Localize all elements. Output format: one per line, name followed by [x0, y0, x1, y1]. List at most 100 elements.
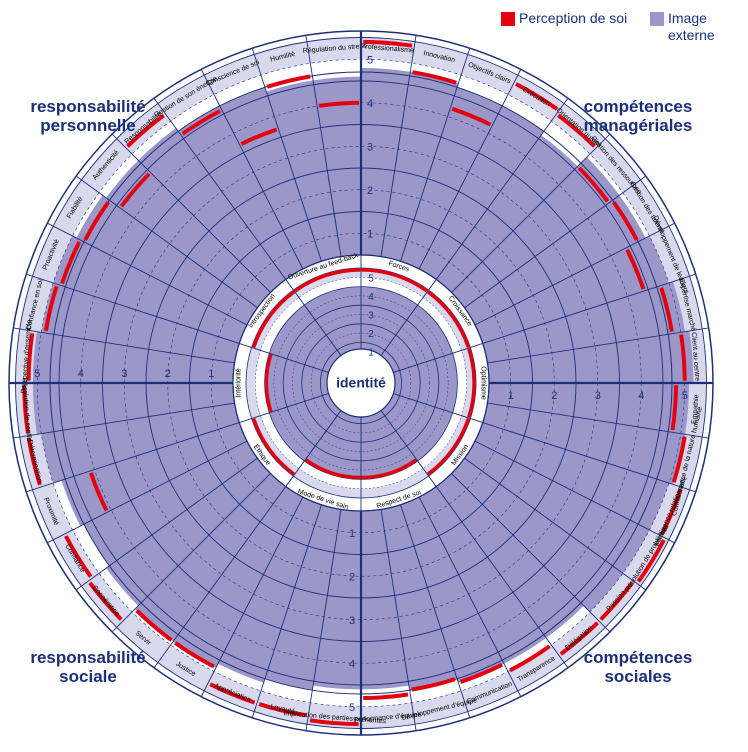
corner-label-tr-line1: compétences [583, 97, 693, 116]
inner-spoke [285, 400, 349, 487]
scale-label-left-4: 4 [78, 368, 84, 380]
outer-self-mark-21 [309, 718, 359, 727]
inner-spoke [381, 343, 483, 377]
inner-self-mark-9 [251, 290, 296, 349]
outer-spoke [13, 327, 235, 364]
outer-self-mark-17 [509, 644, 551, 673]
inner-wheel: ForcesCroissanceOptimismeMissionRespect … [232, 252, 490, 512]
scale-label-up-1: 1 [367, 228, 373, 240]
outer-spoke [251, 48, 322, 262]
outer-segment-band [53, 179, 100, 237]
outer-spoke [482, 422, 696, 493]
inner-spoke [373, 400, 437, 487]
outer-self-mark-11 [670, 385, 679, 431]
scale-label-down-3: 3 [349, 615, 355, 627]
outer-spoke [111, 473, 271, 633]
outer-spoke [418, 69, 522, 270]
outer-spoke [400, 504, 471, 718]
inner-grid-subring [292, 314, 430, 452]
corner-label-tr-line2: managériales [583, 116, 693, 135]
outer-external-bar-28 [61, 422, 247, 527]
inner-external-bar-3 [381, 353, 458, 413]
scale-label-right-4: 4 [638, 390, 644, 402]
outer-self-mark-1 [363, 39, 413, 48]
outer-spoke [400, 48, 471, 262]
outer-external-bar-2 [381, 71, 459, 262]
outer-self-mark-39 [266, 74, 311, 89]
scale-label-up-4: 4 [367, 98, 373, 110]
inner-self-mark-4 [426, 417, 471, 476]
outer-spoke [464, 175, 647, 309]
outer-spoke [487, 402, 709, 439]
outer-external-bar-38 [219, 87, 322, 269]
outer-spoke [47, 222, 248, 326]
outer-segment-band [622, 179, 669, 237]
outer-spoke [305, 35, 342, 257]
inner-self-mark-3 [467, 348, 476, 418]
outer-self-mark-29 [26, 437, 42, 486]
outer-external-bar-34 [76, 195, 258, 325]
outer-external-bar-5 [436, 135, 578, 293]
outer-external-bar-8 [475, 236, 669, 344]
inner-grid-subring [310, 332, 412, 434]
corner-label-br-line1: compétences [583, 648, 693, 667]
outer-segment-band [622, 529, 669, 587]
inner-external-bar-8 [264, 353, 341, 413]
scale-label-right-1: 1 [508, 390, 514, 402]
inner-scale-label-4: 4 [368, 292, 374, 303]
outer-segment-band [116, 611, 171, 663]
outer-self-mark-16 [559, 621, 599, 656]
outer-external-bar-10 [487, 330, 694, 383]
outer-self-mark-23 [209, 682, 256, 705]
legend-self-swatch [501, 12, 515, 26]
outer-segment-band [204, 54, 261, 95]
inner-spoke [373, 279, 437, 366]
inner-self-mark-5 [361, 458, 418, 480]
outer-external-bar-9 [482, 281, 686, 363]
outer-self-mark-7 [612, 200, 639, 241]
outer-segment-band [32, 483, 73, 540]
scale-label-down-4: 4 [349, 658, 355, 670]
corner-label-bl-line1: responsabilité [30, 648, 146, 667]
outer-spoke [47, 440, 248, 544]
outer-self-mark-35 [119, 172, 151, 208]
outer-external-bar-1 [361, 67, 411, 257]
outer-self-mark-28 [89, 472, 109, 512]
inner-spoke [381, 389, 483, 423]
outer-external-bar-17 [419, 486, 547, 664]
corner-label-tl-line2: personnelle [40, 116, 136, 135]
outer-spoke [435, 97, 569, 280]
outer-segment-band [507, 644, 565, 691]
inner-self-mark-6 [304, 458, 361, 480]
outer-self-mark-12 [671, 436, 687, 483]
inner-segment-band [246, 347, 261, 419]
scale-label-right-2: 2 [551, 390, 557, 402]
outer-segment-band [32, 226, 73, 283]
outer-segment-band [649, 226, 690, 283]
inner-scale-label-5: 5 [368, 273, 374, 284]
outer-external-bar-15 [451, 458, 623, 612]
outer-category-label-10: Client au centre [690, 332, 701, 382]
outer-spoke [200, 69, 304, 270]
outer-self-mark-10 [679, 334, 687, 381]
outer-external-bar-36 [138, 128, 286, 293]
outer-self-mark-38 [240, 127, 278, 146]
scale-label-down-1: 1 [349, 528, 355, 540]
outer-segment-band [19, 276, 54, 333]
outer-segment-band [306, 37, 361, 64]
outer-self-mark-15 [599, 581, 634, 621]
outer-self-mark-31 [26, 332, 35, 381]
outer-self-mark-37 [181, 109, 221, 136]
outer-spoke [153, 97, 287, 280]
scale-label-right-5: 5 [682, 390, 688, 402]
scale-label-left-5: 5 [34, 368, 40, 380]
outer-self-mark-40 [318, 100, 360, 108]
outer-external-bar-23 [217, 497, 322, 683]
inner-self-mark-2 [426, 290, 471, 349]
outer-category-label-1: Professionalisme [360, 43, 414, 54]
outer-spoke [75, 175, 258, 309]
inner-self-mark-1 [361, 268, 429, 293]
center-disc [326, 348, 396, 418]
outer-segment-band [19, 433, 54, 490]
outer-spoke [418, 496, 522, 697]
